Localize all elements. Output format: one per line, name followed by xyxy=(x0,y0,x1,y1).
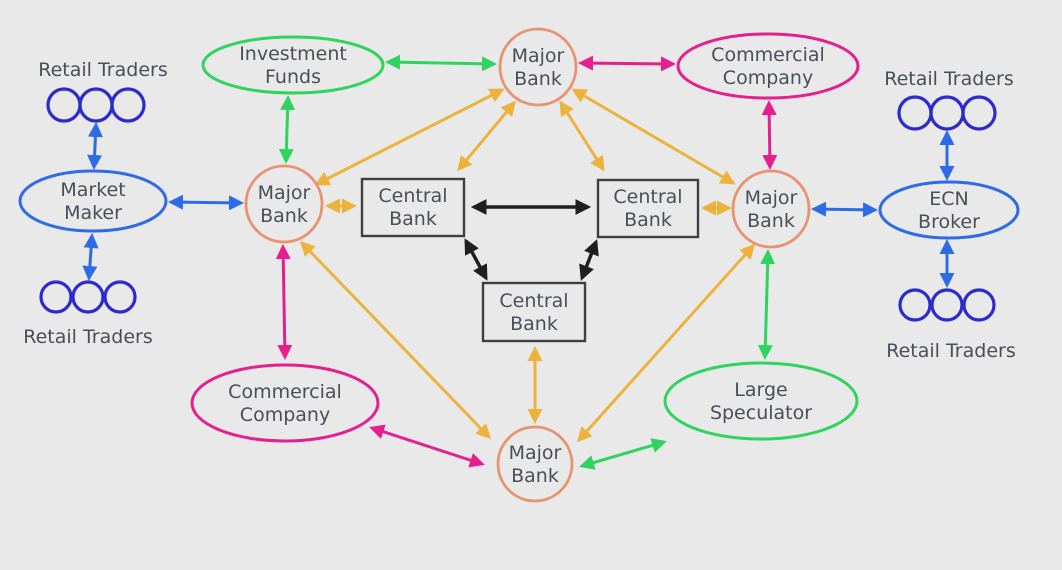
commercial-company-ellipse xyxy=(676,32,860,100)
investment-funds-ellipse xyxy=(201,35,385,95)
major-bank-circle xyxy=(496,425,574,503)
ecn-broker-ellipse xyxy=(878,180,1020,240)
central-bank-label-line1: Central xyxy=(499,290,568,312)
trader-circle-icon xyxy=(78,87,114,123)
large-speculator-label-line1: Large xyxy=(734,379,787,401)
trader-circle-icon xyxy=(103,280,137,314)
central-bank-label-line2: Bank xyxy=(389,208,437,230)
major-bank-label-line1: Major xyxy=(745,187,798,209)
edge-major-bank-left-commercial-company-bottom xyxy=(275,244,293,360)
central-bank-box xyxy=(481,281,587,343)
large-speculator-ellipse xyxy=(663,361,859,441)
edges-orange xyxy=(299,88,756,443)
market-maker-label-line1: Market xyxy=(60,179,125,201)
major-bank-label-line2: Bank xyxy=(514,68,562,90)
edge-major-bank-top-central-bank-left xyxy=(457,100,516,172)
ecn-broker-label-line1: ECN xyxy=(929,188,968,210)
trader-circle-icon xyxy=(961,95,997,131)
edge-major-bank-left-major-bank-bottom xyxy=(299,240,492,440)
edges-blue xyxy=(82,122,955,288)
major-bank-label-line2: Bank xyxy=(747,210,795,232)
edge-commercial-company-top-major-bank-right xyxy=(761,100,778,170)
trader-circle-icon xyxy=(71,280,105,314)
central-bank-label-line2: Bank xyxy=(510,313,558,335)
edge-major-bank-top-major-bank-right xyxy=(571,88,736,185)
trader-circle-icon xyxy=(897,95,933,131)
commercial-company-label-line2: Company xyxy=(723,67,813,89)
retail-traders-bottom-right-group: Retail Traders xyxy=(886,288,1016,362)
trader-circle-icon xyxy=(962,288,996,322)
node-commercial-company-top: Commercial Company xyxy=(676,32,860,100)
node-central-bank-bottom: Central Bank xyxy=(481,281,587,343)
edge-major-bank-top-central-bank-right xyxy=(559,100,605,172)
commercial-company-label-line2: Company xyxy=(240,404,330,426)
retail-traders-label: Retail Traders xyxy=(886,340,1015,362)
ecn-broker-label-line2: Broker xyxy=(918,211,980,233)
market-maker-label-line2: Maker xyxy=(64,202,122,224)
market-maker-ellipse xyxy=(18,169,168,233)
edge-major-bank-top-major-bank-left xyxy=(314,88,505,186)
retail-traders-bottom-left-group: Retail Traders xyxy=(23,280,153,348)
edges-green xyxy=(278,54,776,470)
commercial-company-label-line1: Commercial xyxy=(711,44,825,66)
central-bank-label-line1: Central xyxy=(378,185,447,207)
major-bank-circle xyxy=(244,164,324,244)
node-ecn-broker: ECN Broker xyxy=(878,180,1020,240)
edge-major-bank-right-ecn-broker xyxy=(811,201,878,218)
retail-traders-top-left-group: Retail Traders xyxy=(38,59,168,123)
edge-major-bank-bottom-large-speculator xyxy=(579,438,667,470)
trader-circle-icon xyxy=(39,280,73,314)
node-market-maker: Market Maker xyxy=(18,169,168,233)
major-bank-label-line1: Major xyxy=(509,442,562,464)
edge-central-bank-right-central-bank-bottom xyxy=(579,239,599,281)
edge-commercial-company-bottom-major-bank-bottom xyxy=(369,424,485,468)
node-central-bank-right: Central Bank xyxy=(596,178,700,239)
node-major-bank-bottom: Major Bank xyxy=(496,425,574,503)
node-major-bank-right: Major Bank xyxy=(731,169,811,249)
central-bank-label-line2: Bank xyxy=(624,209,672,231)
node-major-bank-left: Major Bank xyxy=(244,164,324,244)
node-investment-funds: Investment Funds xyxy=(201,35,385,95)
edges-black xyxy=(464,199,599,281)
trader-circle-icon xyxy=(898,288,932,322)
edge-retail-top-left-market-maker xyxy=(87,122,103,170)
edge-investment-funds-major-bank-left xyxy=(278,95,296,164)
central-bank-box xyxy=(360,177,466,238)
edge-major-bank-right-large-speculator xyxy=(757,249,776,360)
commercial-company-ellipse xyxy=(190,363,380,443)
commercial-company-label-line1: Commercial xyxy=(228,381,342,403)
edge-market-maker-retail-bottom-left xyxy=(82,233,99,281)
major-bank-circle xyxy=(731,169,811,249)
edge-central-bank-left-central-bank-bottom xyxy=(464,238,488,281)
edge-market-maker-major-bank-left xyxy=(168,194,244,211)
major-bank-label-line2: Bank xyxy=(260,205,308,227)
investment-funds-label-line2: Funds xyxy=(265,66,321,88)
node-central-bank-left: Central Bank xyxy=(360,177,466,238)
retail-traders-label: Retail Traders xyxy=(884,68,1013,90)
node-large-speculator: Large Speculator xyxy=(663,361,859,441)
major-bank-circle xyxy=(498,27,578,107)
trader-circle-icon xyxy=(929,95,965,131)
major-bank-label-line2: Bank xyxy=(511,465,559,487)
node-major-bank-top: Major Bank xyxy=(498,27,578,107)
trader-circle-icon xyxy=(930,288,964,322)
retail-traders-top-right-group: Retail Traders xyxy=(884,68,1014,131)
trader-circle-icon xyxy=(46,87,82,123)
investment-funds-label-line1: Investment xyxy=(239,43,347,65)
large-speculator-label-line2: Speculator xyxy=(710,402,812,424)
edge-major-bank-right-major-bank-bottom xyxy=(576,243,756,443)
edge-major-bank-top-commercial-company-top xyxy=(578,55,676,72)
central-bank-label-line1: Central xyxy=(613,186,682,208)
node-commercial-company-bottom: Commercial Company xyxy=(190,363,380,443)
retail-traders-label: Retail Traders xyxy=(38,59,167,81)
major-bank-label-line1: Major xyxy=(512,45,565,67)
major-bank-label-line1: Major xyxy=(258,182,311,204)
trader-circle-icon xyxy=(110,87,146,123)
central-bank-box xyxy=(596,178,700,239)
retail-traders-label: Retail Traders xyxy=(23,326,152,348)
edge-investment-funds-major-bank-top xyxy=(385,54,497,72)
